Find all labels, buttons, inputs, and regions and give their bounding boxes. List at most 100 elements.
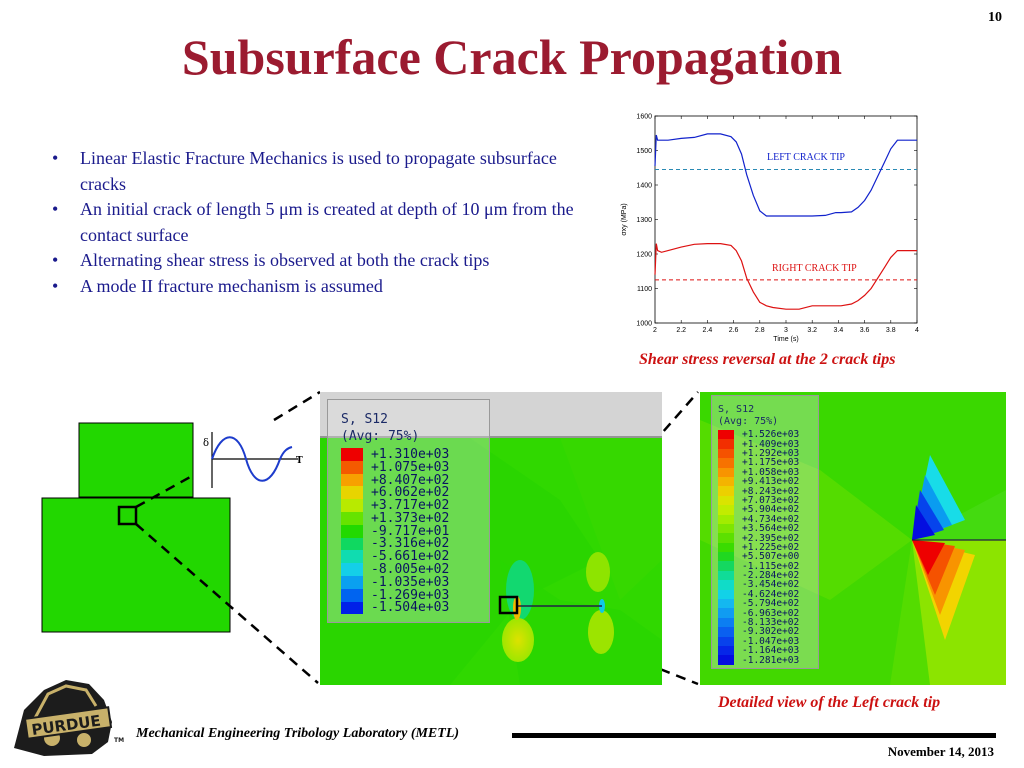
purdue-logo: PURDUE TM bbox=[14, 680, 124, 756]
legend-swatch bbox=[718, 448, 734, 459]
logo-tm: TM bbox=[114, 737, 124, 744]
t-label: T bbox=[296, 456, 303, 466]
y-tick-label: 1600 bbox=[636, 114, 652, 121]
legend-row: +3.564e+02 bbox=[718, 523, 799, 534]
legend-value: +1.526e+03 bbox=[742, 429, 800, 441]
legend-row: -1.047e+03 bbox=[718, 635, 800, 647]
footer-divider bbox=[512, 733, 996, 738]
legend-value: +9.413e+02 bbox=[742, 476, 800, 488]
legend-swatch bbox=[341, 524, 363, 538]
legend-swatch bbox=[718, 495, 734, 506]
legend-swatch bbox=[341, 486, 363, 500]
legend-swatch bbox=[718, 430, 734, 440]
legend-value: -1.047e+03 bbox=[742, 635, 800, 647]
legend-value: +1.310e+03 bbox=[371, 446, 450, 462]
legend-value: -8.133e+02 bbox=[742, 617, 800, 629]
legend-swatch bbox=[718, 542, 734, 553]
legend-swatch bbox=[718, 486, 734, 496]
legend-swatch bbox=[718, 636, 734, 646]
right-legend: S, S12 (Avg: 75%) +1.526e+03+1.409e+03+1… bbox=[711, 395, 819, 669]
legend-row: -1.281e+03 bbox=[718, 654, 800, 666]
legend-swatch bbox=[718, 476, 734, 487]
bullet-item: Alternating shear stress is observed at … bbox=[52, 248, 602, 274]
legend-swatch bbox=[341, 563, 363, 576]
legend-row: -3.316e+02 bbox=[341, 536, 450, 552]
legend-swatch bbox=[718, 599, 734, 609]
legend-rows: +1.310e+03+1.075e+03+8.407e+02+6.062e+02… bbox=[341, 446, 450, 616]
legend-value: +5.507e+00 bbox=[742, 551, 800, 563]
tip-caption: Detailed view of the Left crack tip bbox=[718, 694, 941, 711]
legend-swatch bbox=[718, 533, 734, 543]
legend-value: +2.395e+02 bbox=[742, 532, 800, 544]
legend-swatch bbox=[718, 589, 734, 600]
x-tick-label: 3.8 bbox=[886, 327, 896, 334]
legend-value: +1.292e+03 bbox=[742, 447, 800, 459]
y-axis-label: σxy (MPa) bbox=[621, 203, 628, 235]
legend-value: +6.062e+02 bbox=[371, 485, 450, 501]
legend-value: -1.035e+03 bbox=[371, 574, 450, 590]
legend-value: -4.624e+02 bbox=[742, 588, 800, 600]
legend-value: -5.661e+02 bbox=[371, 549, 450, 565]
slide-number: 10 bbox=[988, 10, 1002, 25]
legend-swatch bbox=[718, 552, 734, 562]
bullet-item: Linear Elastic Fracture Mechanics is use… bbox=[52, 146, 602, 197]
legend-row: -1.269e+03 bbox=[341, 588, 449, 603]
legend-swatch bbox=[341, 448, 363, 461]
legend-swatch bbox=[718, 467, 734, 477]
legend-swatch bbox=[341, 511, 363, 525]
chart-frame bbox=[654, 115, 918, 324]
zoom-box-1 bbox=[117, 505, 138, 526]
legend-row: -5.794e+02 bbox=[718, 598, 800, 610]
legend-swatch bbox=[341, 473, 363, 487]
legend-value: +7.073e+02 bbox=[742, 494, 800, 506]
x-tick-label: 3.6 bbox=[860, 327, 870, 334]
legend-row: +1.225e+02 bbox=[718, 542, 799, 553]
x-tick-label: 2.6 bbox=[729, 327, 739, 334]
legend-value: -8.005e+02 bbox=[371, 562, 450, 578]
legend-rows: +1.526e+03+1.409e+03+1.292e+03+1.175e+03… bbox=[718, 429, 800, 666]
legend-row: -8.005e+02 bbox=[341, 562, 450, 578]
x-tick-label: 2.8 bbox=[755, 327, 765, 334]
bullet-item: An initial crack of length 5 μm is creat… bbox=[52, 197, 602, 248]
legend-row: -8.133e+02 bbox=[718, 617, 800, 629]
chart-caption: Shear stress reversal at the 2 crack tip… bbox=[639, 351, 896, 368]
legend-row: +5.507e+00 bbox=[718, 551, 800, 563]
legend-swatch bbox=[718, 627, 734, 637]
legend-value: +1.075e+03 bbox=[371, 459, 450, 475]
footer-lab: Mechanical Engineering Tribology Laborat… bbox=[136, 726, 460, 741]
legend-value: +4.734e+02 bbox=[742, 513, 800, 525]
legend-row: -4.624e+02 bbox=[718, 588, 800, 600]
legend-row: -1.115e+02 bbox=[718, 561, 799, 572]
legend-value: -5.794e+02 bbox=[742, 598, 800, 610]
legend-subtitle: (Avg: 75%) bbox=[718, 416, 779, 427]
bullet-item: A mode II fracture mechanism is assumed bbox=[52, 274, 602, 300]
x-tick-label: 2 bbox=[653, 327, 657, 334]
legend-value: -3.316e+02 bbox=[371, 536, 450, 552]
right-contour-plot bbox=[700, 392, 1006, 685]
legend-value: +5.904e+02 bbox=[742, 504, 800, 516]
y-tick-label: 1100 bbox=[637, 286, 652, 293]
legend-value: -1.281e+03 bbox=[742, 654, 800, 666]
legend-value: -1.504e+03 bbox=[371, 600, 450, 616]
legend-swatch bbox=[718, 439, 734, 449]
legend-row: +4.734e+02 bbox=[718, 513, 800, 525]
y-tick-label: 1200 bbox=[636, 252, 652, 259]
legend-swatch bbox=[341, 499, 363, 512]
legend-swatch bbox=[718, 570, 734, 581]
legend-swatch bbox=[341, 460, 363, 474]
left-crack-tip-label: LEFT CRACK TIP bbox=[767, 152, 845, 163]
legend-swatch bbox=[718, 561, 734, 571]
legend-swatch bbox=[718, 655, 734, 665]
mid-legend: S, S12 (Avg: 75%) +1.310e+03+1.075e+03+8… bbox=[327, 399, 490, 623]
legend-row: +6.062e+02 bbox=[341, 485, 450, 501]
legend-swatch bbox=[341, 588, 363, 602]
footer-date: November 14, 2013 bbox=[887, 744, 994, 759]
x-tick-label: 3.4 bbox=[834, 327, 844, 334]
legend-row: +1.310e+03 bbox=[341, 446, 450, 462]
legend-value: +8.243e+02 bbox=[742, 485, 800, 497]
contour-figure: δ T bbox=[41, 390, 1006, 686]
y-tick-label: 1500 bbox=[636, 148, 652, 155]
y-tick-label: 1300 bbox=[636, 217, 652, 224]
legend-row: -9.302e+02 bbox=[718, 626, 799, 637]
